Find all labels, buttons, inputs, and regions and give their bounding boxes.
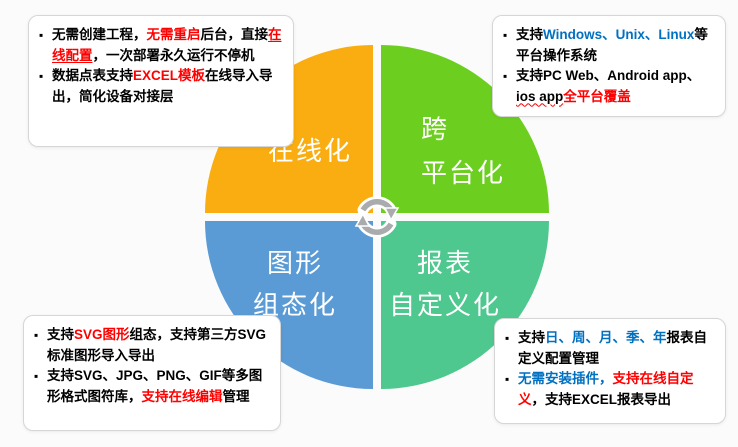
text-segment: Windows、Unix、Linux bbox=[543, 27, 695, 42]
callout-graphic-config: 支持SVG图形组态，支持第三方SVG标准图形导入导出 支持SVG、JPG、PNG… bbox=[23, 315, 281, 431]
label-line: 跨 bbox=[421, 114, 450, 144]
text-segment: 无需重启 bbox=[146, 27, 201, 42]
circular-arrows-icon bbox=[341, 181, 413, 253]
text-segment: ，支持EXCEL报表导出 bbox=[531, 391, 672, 407]
text-segment: 日、周、月、季、年 bbox=[545, 330, 667, 345]
text-segment: 在线配置 bbox=[52, 27, 282, 63]
text-segment: EXCEL模板 bbox=[133, 68, 206, 84]
callout-list: 支持Windows、Unix、Linux等平台操作系统 支持PC Web、And… bbox=[503, 25, 715, 107]
text-segment: 全平台覆盖 bbox=[563, 88, 631, 104]
text-segment: ios app bbox=[516, 88, 564, 104]
quadrant-graphic-config-label: 图形 组态化 bbox=[230, 242, 360, 326]
text-segment: 支持在线自定义 bbox=[518, 371, 694, 407]
callout-online: 无需创建工程，无需重启后台，直接在线配置，一次部署永久运行不停机 数据点表支持E… bbox=[28, 15, 294, 147]
text-segment: 数据点表支持 bbox=[52, 68, 133, 84]
text-segment: 支持PC Web、Android app、 bbox=[516, 68, 701, 84]
text-segment: 支持SVG、JPG、PNG、GIF等多图形格式图符库， bbox=[47, 368, 263, 404]
quadrant-cross-platform-label: 跨 平台化 bbox=[421, 107, 505, 195]
bullet-item: 支持日、周、月、季、年报表自定义配置管理 bbox=[505, 328, 715, 369]
text-segment: 支持 bbox=[47, 327, 74, 342]
text-segment: 组态，支持第三方SVG标准图形导入导出 bbox=[47, 327, 267, 363]
label-line: 自定义化 bbox=[388, 290, 501, 320]
callout-report-custom: 支持日、周、月、季、年报表自定义配置管理 无需安装插件，支持在线自定义，支持EX… bbox=[494, 318, 726, 424]
text-segment: 报表自定义配置管理 bbox=[518, 330, 707, 366]
text-segment: 在线导入导出，简化设备对接层 bbox=[52, 68, 273, 104]
bullet-item: 无需安装插件，支持在线自定义，支持EXCEL报表导出 bbox=[505, 369, 715, 410]
label-line: 平台化 bbox=[421, 158, 506, 188]
bullet-item: 无需创建工程，无需重启后台，直接在线配置，一次部署永久运行不停机 bbox=[39, 25, 283, 66]
text-segment: 支持 bbox=[516, 27, 543, 42]
text-segment: SVG图形 bbox=[74, 327, 130, 342]
callout-list: 支持日、周、月、季、年报表自定义配置管理 无需安装插件，支持在线自定义，支持EX… bbox=[505, 328, 715, 410]
text-segment: ，一次部署永久运行不停机 bbox=[92, 47, 255, 63]
callout-list: 支持SVG图形组态，支持第三方SVG标准图形导入导出 支持SVG、JPG、PNG… bbox=[34, 325, 270, 407]
text-segment: 无需创建工程， bbox=[52, 27, 147, 42]
text-segment: 管理 bbox=[222, 388, 250, 404]
bullet-item: 支持SVG图形组态，支持第三方SVG标准图形导入导出 bbox=[34, 325, 270, 366]
quadrant-report-custom-label: 报表 自定义化 bbox=[380, 242, 510, 326]
text-segment: 支持在线编辑 bbox=[141, 388, 223, 404]
bullet-item: 支持SVG、JPG、PNG、GIF等多图形格式图符库，支持在线编辑管理 bbox=[34, 366, 270, 407]
bullet-item: 支持PC Web、Android app、 ios app全平台覆盖 bbox=[503, 66, 715, 107]
label-line: 图形 bbox=[266, 248, 323, 278]
text-segment: 等平台操作系统 bbox=[516, 27, 708, 63]
text-segment: 后台，直接 bbox=[200, 27, 269, 42]
label-line: 报表 bbox=[416, 248, 473, 278]
text-segment: 支持 bbox=[518, 330, 545, 345]
text-segment: 无需安装插件， bbox=[518, 371, 613, 387]
callout-cross-platform: 支持Windows、Unix、Linux等平台操作系统 支持PC Web、And… bbox=[492, 15, 726, 117]
bullet-item: 支持Windows、Unix、Linux等平台操作系统 bbox=[503, 25, 715, 66]
callout-list: 无需创建工程，无需重启后台，直接在线配置，一次部署永久运行不停机 数据点表支持E… bbox=[39, 25, 283, 107]
bullet-item: 数据点表支持EXCEL模板在线导入导出，简化设备对接层 bbox=[39, 66, 283, 107]
